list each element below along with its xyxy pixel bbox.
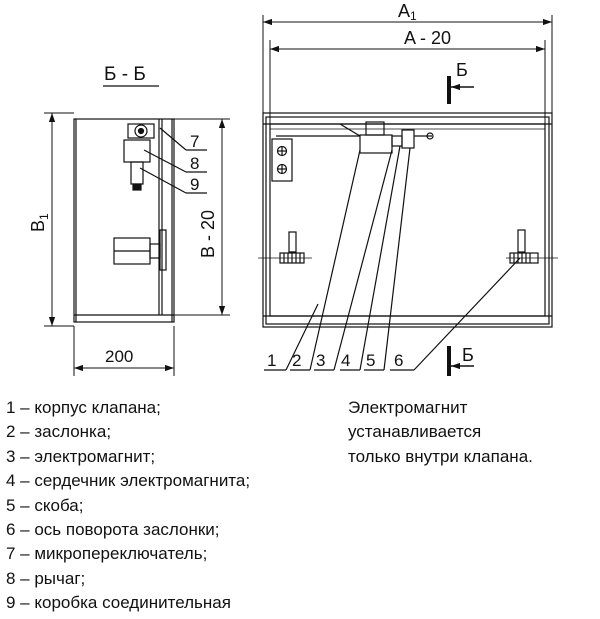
callout-8: 8	[190, 154, 199, 173]
legend-item: 6 – ось поворота заслонки;	[6, 520, 220, 540]
note-line: Электромагнит	[348, 398, 468, 417]
legend: 1 – корпус клапана; 2 – заслонка; 3 – эл…	[6, 396, 250, 616]
cut-label-top: Б	[456, 60, 468, 80]
note-line: устанавливается	[348, 422, 482, 442]
pivot-axis-right	[506, 229, 558, 264]
electromagnet-core	[391, 135, 403, 147]
front-dimensions	[262, 15, 553, 124]
dim-width-label: 200	[105, 347, 133, 366]
section-dimensions	[44, 112, 230, 376]
legend-item: 1 – корпус клапана;	[6, 398, 161, 417]
legend-item: 2 – заслонка;	[6, 422, 112, 442]
callout-4: 4	[341, 351, 350, 370]
cut-marker-top	[447, 76, 474, 104]
legend-item: 4 – сердечник электромагнита;	[6, 471, 251, 491]
left-bracket	[271, 138, 293, 182]
cut-label-bottom: Б	[462, 345, 474, 365]
section-title: Б - Б	[104, 64, 146, 85]
dim-height-label: B1	[28, 213, 51, 232]
section-view: Б - Б	[73, 64, 207, 323]
callout-7: 7	[190, 132, 199, 151]
callout-6: 6	[394, 351, 403, 370]
junction-box	[130, 161, 144, 185]
dim-inner-label: B - 20	[198, 210, 218, 258]
legend-item: 8 – рычаг;	[6, 568, 86, 588]
front-view	[258, 112, 558, 371]
callout-2: 2	[292, 351, 301, 370]
valve-body	[262, 112, 553, 328]
damper	[269, 123, 546, 317]
legend-item: 7 – микропереключатель;	[6, 544, 208, 564]
callout-9: 9	[190, 175, 199, 194]
pivot-axis-left	[258, 231, 312, 264]
note-line: только внутри клапана.	[348, 446, 533, 466]
dim-outer-label: A1	[398, 1, 417, 23]
legend-item: 5 – скоба;	[6, 495, 84, 515]
front-electromagnet	[359, 134, 393, 154]
section-body	[73, 118, 175, 323]
legend-item: 3 – электромагнит;	[6, 446, 156, 466]
cut-marker-bottom	[447, 346, 474, 376]
callout-5: 5	[366, 351, 375, 370]
legend-item: 9 – коробка соединительная	[6, 593, 231, 613]
technical-drawing: Б - Б 7 8 9	[28, 1, 558, 376]
dim-inner-width-label: A - 20	[404, 28, 451, 48]
callout-3: 3	[316, 351, 325, 370]
installation-note: Электромагнит устанавливается только вну…	[348, 396, 533, 469]
bracket	[401, 129, 415, 149]
callout-1: 1	[267, 351, 276, 370]
